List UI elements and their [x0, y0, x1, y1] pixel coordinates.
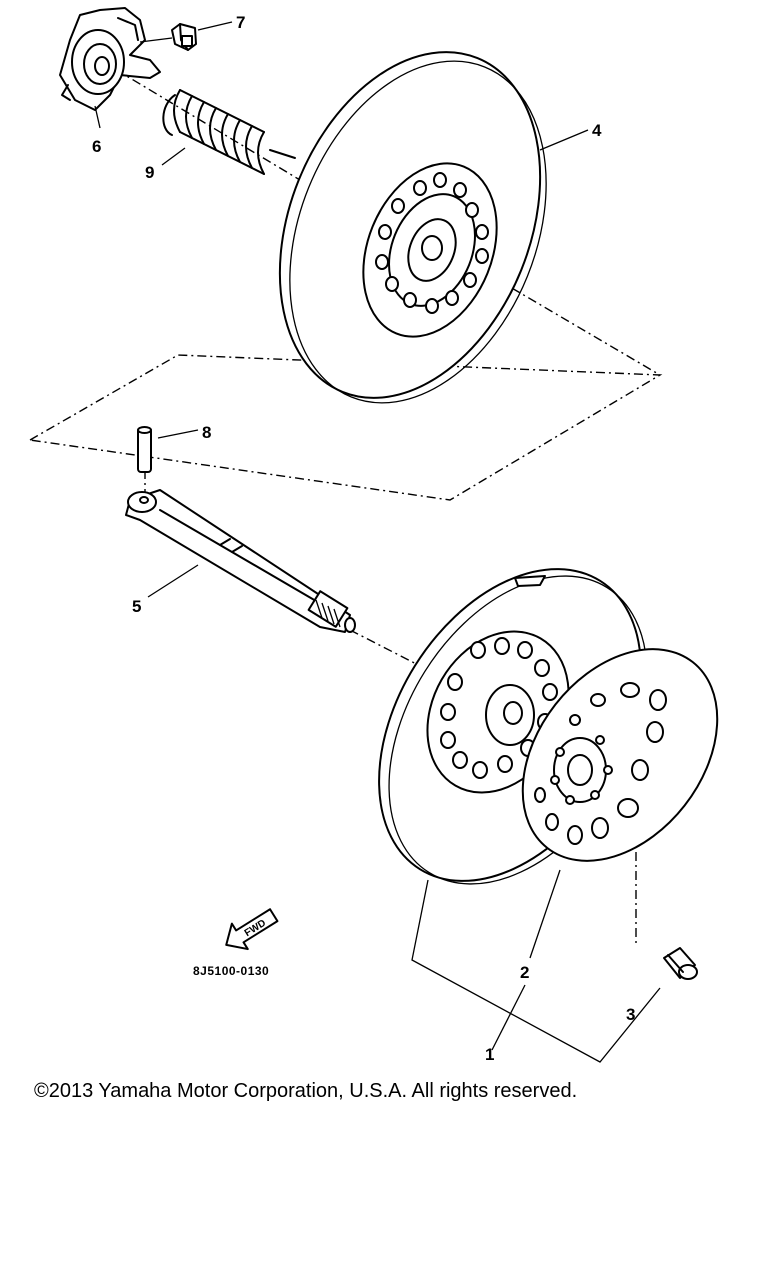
callout-9: 9 — [145, 163, 154, 182]
part-9-spring — [162, 89, 296, 175]
callout-8: 8 — [202, 423, 211, 442]
callout-numbers: 7 6 9 4 8 5 2 3 1 — [92, 13, 635, 1064]
fwd-arrow: FWD — [225, 908, 279, 951]
part-7-block — [171, 23, 197, 51]
part-4-holes — [375, 172, 489, 314]
callout-5: 5 — [132, 597, 141, 616]
callout-1: 1 — [485, 1045, 494, 1064]
exploded-parts-diagram: 7 6 9 4 8 5 2 3 1 FWD 8J5100-0130 — [27, 7, 719, 1064]
leader-lines — [94, 21, 661, 1063]
part-6-bracket — [59, 7, 161, 111]
callout-7: 7 — [236, 13, 245, 32]
part-8-pin — [137, 426, 152, 473]
callout-2: 2 — [520, 963, 529, 982]
part-2-plate — [521, 648, 719, 862]
part-2-holes — [534, 682, 667, 845]
callout-3: 3 — [626, 1005, 635, 1024]
copyright-notice: ©2013 Yamaha Motor Corporation, U.S.A. A… — [34, 1080, 578, 1102]
part-3-bolt — [663, 947, 698, 980]
part-5-shaft — [125, 489, 356, 633]
part-4-sheave — [278, 51, 547, 404]
callout-4: 4 — [592, 121, 602, 140]
part-1-holes — [440, 637, 558, 779]
diagram-code: 8J5100-0130 — [193, 964, 269, 978]
callout-6: 6 — [92, 137, 101, 156]
